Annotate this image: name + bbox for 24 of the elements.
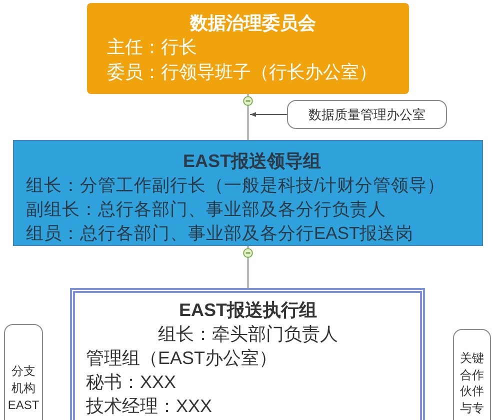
role-line: 组员：总行各部门、事业部及各分行EAST报送岗	[26, 222, 415, 245]
box-heading: 数据治理委员会	[188, 12, 317, 35]
connector-line	[247, 94, 249, 140]
role-line: 委员：行领导班子（行长办公室）	[107, 61, 378, 84]
role-line: 技术经理：XXX	[86, 395, 214, 418]
arrow	[250, 112, 287, 117]
role-line: 组长：分管工作副行长（一般是科技/计财分管领导）	[26, 174, 446, 197]
role-line: 主任：行长	[107, 36, 198, 59]
office-box	[287, 100, 447, 129]
org-box	[13, 140, 483, 246]
org-box	[87, 3, 409, 94]
box-heading: EAST报送领导组	[182, 150, 322, 173]
role-line: 秘书：XXX	[86, 371, 178, 394]
role-line: 副组长：总行各部门、事业部及各分行负责人	[26, 198, 387, 221]
connector-line	[247, 246, 249, 288]
role-line: 组长：牵头部门负责人	[157, 323, 339, 346]
box-label: 分支机构EAST	[7, 363, 40, 414]
box-heading: EAST报送执行组	[178, 299, 318, 322]
org-box	[70, 288, 425, 420]
side-box	[4, 324, 43, 420]
box-label: 数据质量管理办公室	[308, 106, 426, 124]
side-box	[453, 329, 491, 420]
role-line: 管理组（EAST办公室）	[86, 347, 278, 370]
box-label: 关键合作伙伴与专	[459, 350, 485, 416]
